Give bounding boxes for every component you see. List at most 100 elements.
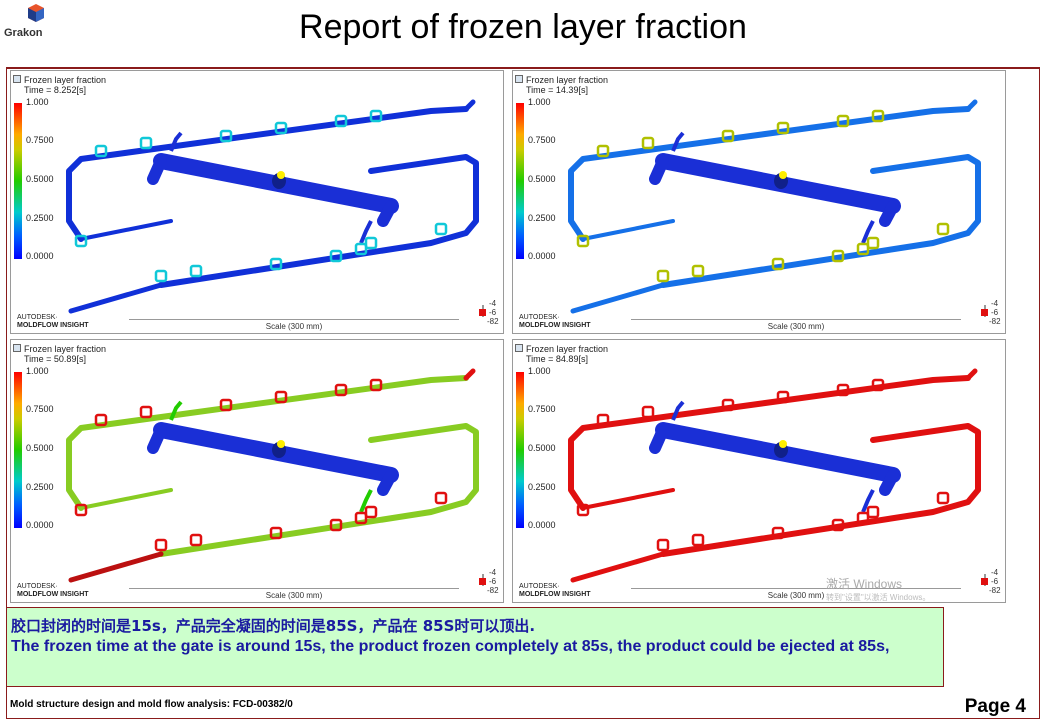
axis-value: -82 [487,586,499,595]
axis-triad-icon [479,574,486,586]
clip-feature [936,222,950,236]
result-time: Time = 84.89[s] [526,354,588,364]
axis-value: -82 [989,586,1001,595]
color-scale-tick: 0.0000 [26,251,54,261]
clip-feature [274,121,288,135]
clip-feature [189,264,203,278]
gate-right [359,489,373,513]
color-scale-tick: 0.7500 [26,404,54,414]
part-outer-loop-right [660,423,981,557]
summary-note-chinese: 胶口封闭的时间是15s，产品完全凝固的时间是85S，产品在 85S时可以顶出. [11,617,536,635]
axis-value: -6 [489,308,497,317]
clip-feature [329,518,343,532]
gate-right [861,220,875,244]
activation-watermark: 激活 Windows [826,577,903,591]
scale-label: Scale (300 mm) [767,591,825,600]
color-scale-bar [14,103,22,259]
page-title: Report of frozen layer fraction [299,8,747,46]
axis-triad-icon [981,574,988,586]
color-scale-bar [516,372,524,528]
result-icon [515,75,523,83]
moldflow-brand: MOLDFLOW INSIGHT [519,591,591,598]
runner-right-drop [879,200,899,227]
clip-feature [74,503,88,517]
axis-value: -6 [991,308,999,317]
part-outer-loop [568,106,971,242]
moldflow-brand: MOLDFLOW INSIGHT [519,322,591,329]
part-left-lead [581,488,675,510]
color-scale-tick: 0.2500 [528,213,556,223]
injection-point [277,171,285,179]
gate-right [359,220,373,244]
clip-feature [721,398,735,412]
clip-feature [354,242,368,256]
color-scale-tick: 0.0000 [528,520,556,530]
clip-feature [871,378,885,392]
clip-feature [369,378,383,392]
clip-feature [434,222,448,236]
clip-feature [866,236,880,250]
result-title: Frozen layer fraction [526,344,609,354]
result-icon [13,344,21,352]
clip-feature [74,234,88,248]
clip-feature [219,129,233,143]
clip-feature [656,538,670,552]
moldflow-brand: MOLDFLOW INSIGHT [17,322,89,329]
part-bottom-lead [68,282,164,314]
clip-feature [139,136,153,150]
clip-feature [334,114,348,128]
clip-feature [576,234,590,248]
part-left-lead [79,488,173,510]
clip-feature [721,129,735,143]
runner-right-drop [879,469,899,496]
clip-feature [641,136,655,150]
scale-bar [129,588,459,589]
color-scale-bar [14,372,22,528]
clip-feature [856,242,870,256]
scale-bar [129,319,459,320]
clip-feature [269,257,283,271]
scale-bar [631,588,961,589]
clip-feature [154,538,168,552]
color-scale-tick: 0.0000 [26,520,54,530]
color-scale-tick: 1.000 [26,97,49,107]
gate-right [861,489,875,513]
part-left-lead [581,219,675,241]
clip-feature [576,503,590,517]
axis-triad-icon [479,305,486,317]
part-bottom-lead [570,551,666,583]
clip-feature [771,526,785,540]
result-title: Frozen layer fraction [526,75,609,85]
axis-triad: -4 -6 -82 [475,299,503,329]
clip-feature [139,405,153,419]
scale-label: Scale (300 mm) [265,322,323,331]
part-outer-loop-right [158,423,479,557]
clip-feature [656,269,670,283]
axis-value: -6 [489,577,497,586]
moldflow-brand: MOLDFLOW INSIGHT [17,591,89,598]
runner-left-drop [649,155,669,185]
color-scale-tick: 0.7500 [528,404,556,414]
clip-feature [154,269,168,283]
gate-left [671,131,685,152]
result-title: Frozen layer fraction [24,344,107,354]
gate-left [169,400,183,421]
scale-label: Scale (300 mm) [767,322,825,331]
color-scale-tick: 1.000 [26,366,49,376]
injection-point [277,440,285,448]
color-scale-tick: 1.000 [528,366,551,376]
part-upper-lead [965,99,978,112]
part-outer-loop [66,375,469,511]
scale-bar [631,319,961,320]
color-scale-bar [516,103,524,259]
gate-left [169,131,183,152]
axis-triad: -4 -6 -82 [977,299,1005,329]
part-outer-loop-right [158,154,479,288]
injection-point [779,440,787,448]
summary-note-english: The frozen time at the gate is around 15… [11,638,890,655]
clip-feature [871,109,885,123]
clip-feature [269,526,283,540]
runner-left-drop [649,424,669,454]
